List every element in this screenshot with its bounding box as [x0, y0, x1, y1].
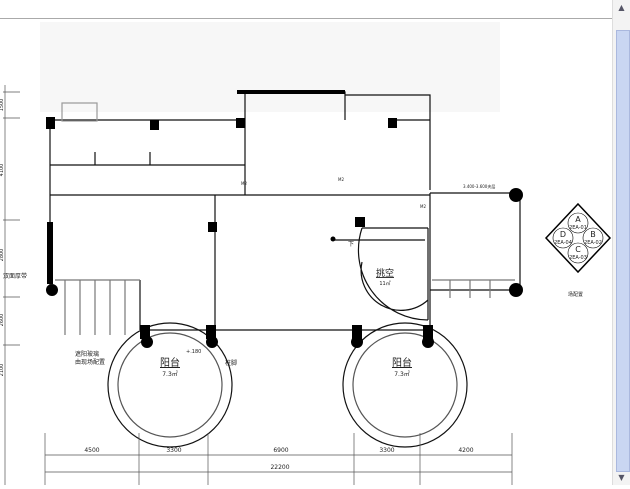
compass-d: D: [560, 230, 566, 239]
section-index-symbol: A 2EA-01 B 2EA-02 C 2EA-03 D 2EA-04: [544, 202, 612, 274]
column: [423, 325, 433, 339]
scroll-down-button[interactable]: ▼: [618, 473, 625, 482]
level-mark: +.180: [186, 349, 201, 355]
dim-label: 2600: [0, 314, 5, 327]
terrace-railing: [432, 279, 515, 298]
wall-front: [139, 193, 431, 331]
compass-c: C: [575, 245, 581, 254]
glass-note-1: 遮阳玻璃: [75, 350, 99, 358]
column: [208, 222, 217, 232]
terrace-note: 3.400-3.600夹层: [463, 183, 495, 189]
column: [388, 118, 397, 128]
column-note: 柱脚: [225, 359, 237, 367]
dim-label: 3300: [379, 447, 394, 454]
door-label: M2: [241, 181, 247, 186]
floor-plan: 阳台 7.3㎡ 阳台 7.3㎡ 挑空 11㎡ 双面厚带 遮阳玻璃 由现场配置 +…: [0, 22, 612, 485]
vertical-scrollbar[interactable]: ▲ ▼: [612, 0, 630, 485]
balcony-right-label: 阳台: [392, 356, 412, 369]
compass-d-ref: 2EA-04: [554, 240, 572, 246]
balcony-left-outline: [107, 322, 233, 448]
balcony-right-outline: [342, 322, 468, 448]
balcony-left-inner: [117, 332, 223, 438]
column: [509, 188, 523, 202]
glass-screen: [55, 279, 140, 335]
glass-note-2: 由现场配置: [75, 358, 105, 366]
background-patch: [40, 22, 500, 112]
column: [352, 325, 362, 339]
dim-label: 4100: [0, 164, 5, 177]
column: [150, 120, 159, 130]
wall-upper-left: [49, 119, 245, 295]
toolbar-divider: [0, 18, 612, 19]
column: [236, 118, 245, 128]
dim-label: 1500: [0, 99, 5, 112]
column: [422, 336, 434, 348]
compass-c-ref: 2EA-03: [569, 255, 587, 261]
dim-label: 4500: [84, 447, 99, 454]
compass-a: A: [575, 215, 581, 224]
balcony-left-area: 7.3㎡: [162, 370, 178, 378]
column: [46, 117, 55, 129]
wall-main: [50, 192, 521, 330]
column: [206, 336, 218, 348]
balcony-right-area: 7.3㎡: [394, 370, 410, 378]
column: [509, 283, 523, 297]
dim-label: 3300: [166, 447, 181, 454]
column: [355, 217, 365, 227]
compass-a-ref: 2EA-01: [569, 225, 587, 231]
column: [140, 325, 150, 339]
scroll-thumb[interactable]: [616, 30, 630, 472]
drawing-canvas[interactable]: 阳台 7.3㎡ 阳台 7.3㎡ 挑空 11㎡ 双面厚带 遮阳玻璃 由现场配置 +…: [0, 0, 612, 485]
chimney: [61, 102, 98, 122]
door-label: M2: [420, 204, 426, 209]
door-label: M2: [338, 177, 344, 182]
wall-solid: [237, 90, 345, 94]
column: [351, 336, 363, 348]
balcony-right-inner: [352, 332, 458, 438]
dim-label: 2800: [0, 249, 5, 262]
compass-b-ref: 2EA-02: [584, 240, 602, 246]
column: [206, 325, 216, 339]
column: [46, 284, 58, 296]
dim-label: 2100: [0, 364, 5, 377]
bottom-dimension-lines: [44, 433, 513, 485]
dim-total-label: 22200: [270, 464, 289, 471]
stair-down-label: 下: [348, 241, 354, 248]
stair-start-dot: [330, 236, 336, 242]
spiral-stair: [335, 227, 429, 321]
dim-label: 6900: [273, 447, 288, 454]
balcony-left-label: 阳台: [160, 356, 180, 369]
column: [141, 336, 153, 348]
void-label: 挑空: [376, 267, 394, 279]
dim-label: 4200: [458, 447, 473, 454]
left-dimension-lines: [3, 85, 20, 485]
compass-b: B: [590, 230, 596, 239]
left-wall-note: 双面厚带: [3, 272, 27, 280]
scroll-up-button[interactable]: ▲: [618, 3, 625, 12]
right-note: 场配置: [568, 291, 583, 298]
void-area: 11㎡: [379, 280, 390, 287]
wall-solid: [47, 222, 53, 284]
